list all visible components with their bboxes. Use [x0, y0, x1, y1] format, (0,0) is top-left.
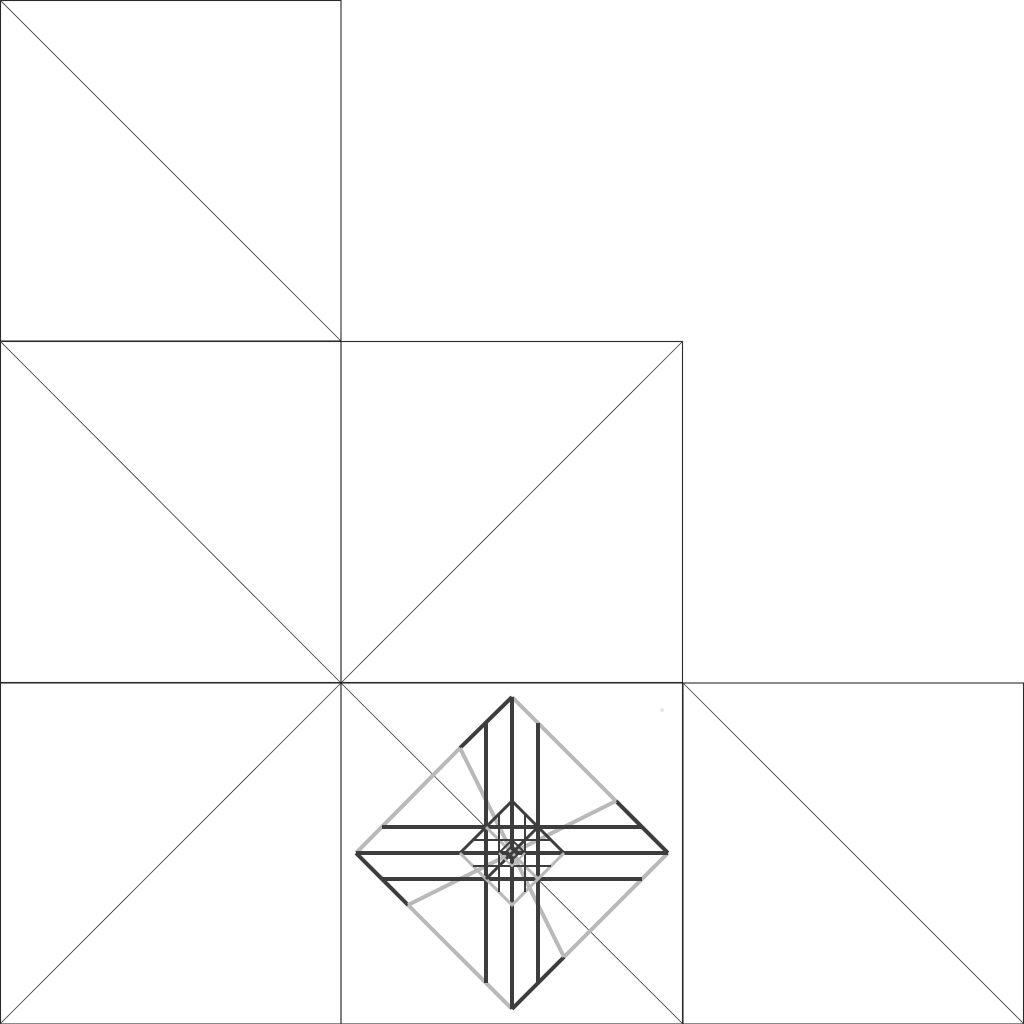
small-diamond-dark: [498, 838, 526, 854]
outer-diamond-light-bottom-right: [562, 851, 670, 959]
cell-r2c2: [682, 682, 1024, 1024]
mid-diamond-dark: [458, 798, 566, 855]
faint-dot: [660, 708, 664, 712]
cell-r1c1: [340, 340, 684, 684]
cell-r1c0: [0, 340, 342, 684]
outer-diamond-light-top-left: [354, 746, 462, 855]
cell-r2c0: [0, 682, 342, 1024]
outer-diamond-dark-top: [458, 695, 514, 750]
center-diamond: [503, 844, 521, 862]
mid-diamond-light: [458, 851, 566, 908]
cell-diagonal: [340, 340, 684, 684]
cell-r0c0: [0, 0, 342, 342]
mid-diamond-diagonal: [484, 825, 540, 881]
diamond-motif: [354, 695, 670, 1011]
cell-diagonal: [682, 682, 1024, 1024]
cell-diagonal: [0, 340, 342, 684]
outer-diamond-light-bottom-left: [406, 903, 514, 1011]
small-diamond-light: [498, 852, 526, 868]
cell-diagonal: [0, 0, 342, 342]
outer-diamond-light-top-right: [510, 695, 618, 803]
cell-diagonal: [0, 682, 342, 1024]
